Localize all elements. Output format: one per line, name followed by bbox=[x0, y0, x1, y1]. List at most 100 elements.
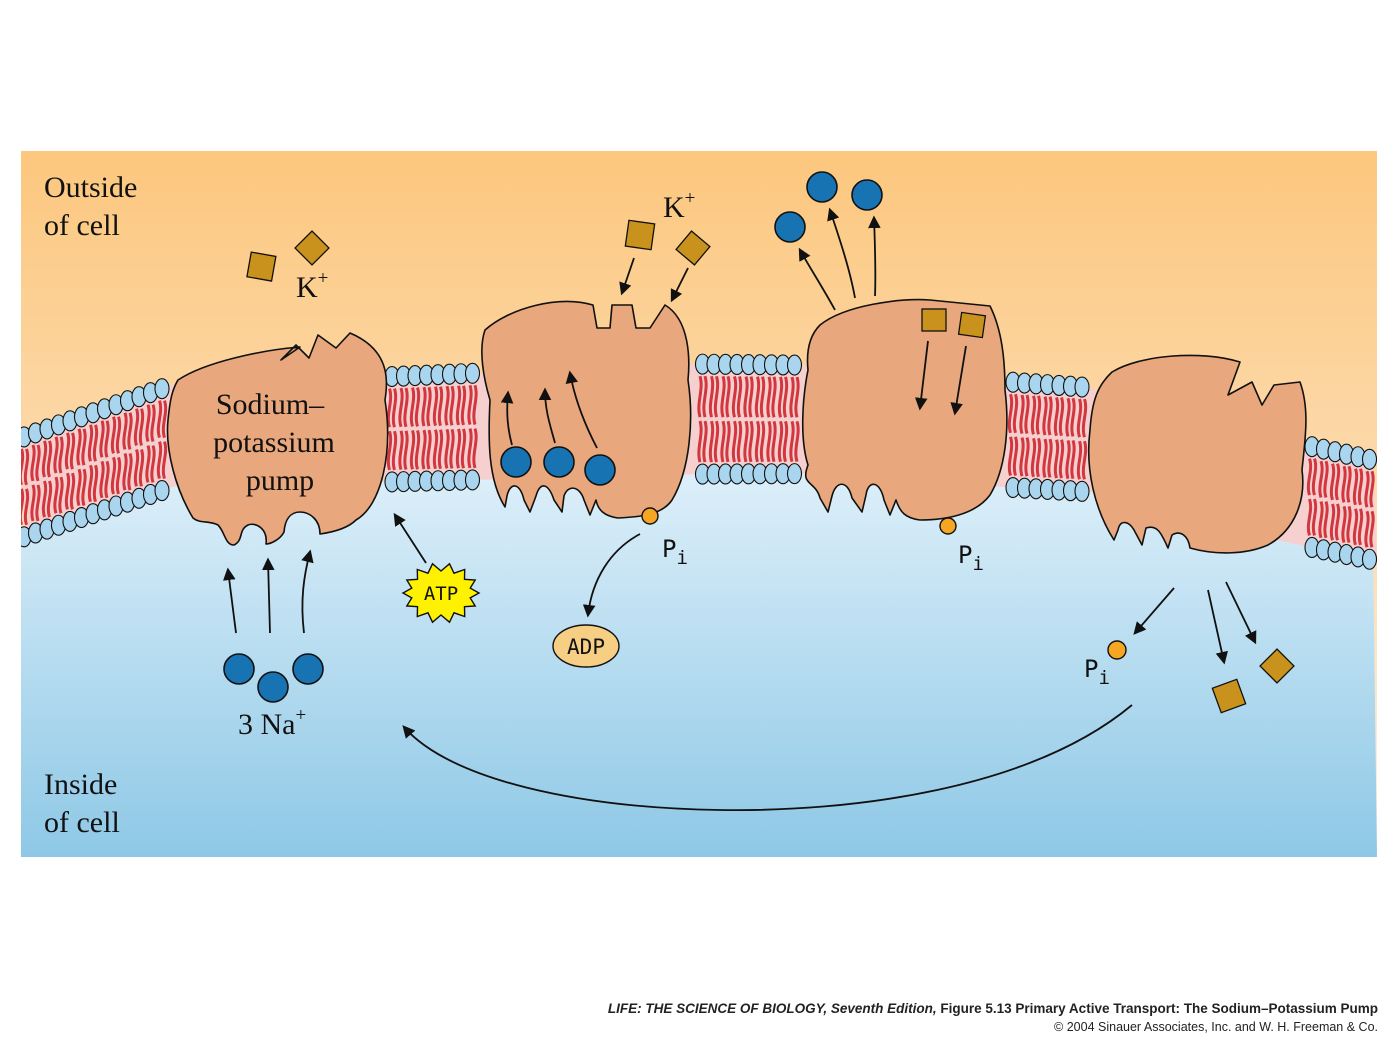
lipid-tail bbox=[46, 440, 53, 478]
lipid-tail bbox=[455, 385, 462, 426]
atp-starburst bbox=[401, 562, 481, 624]
lipid-tail bbox=[1007, 393, 1014, 434]
lipid-tail bbox=[1318, 501, 1324, 539]
lipid-head bbox=[786, 354, 803, 376]
pump-protein-2 bbox=[481, 300, 692, 519]
outside-label-line1: Outside bbox=[44, 171, 137, 204]
lipid-tail bbox=[759, 420, 766, 463]
potassium-symbol: K bbox=[296, 271, 318, 304]
lipid-tail bbox=[1042, 438, 1048, 478]
pump-protein-3 bbox=[801, 298, 1008, 521]
arrow-phosphate-exit bbox=[1133, 587, 1175, 635]
lipid-head bbox=[154, 378, 170, 400]
lipid-tail bbox=[460, 385, 467, 426]
lipid-tail bbox=[23, 488, 30, 526]
lipid-tail bbox=[1042, 396, 1048, 436]
potassium-ion bbox=[294, 230, 330, 266]
lipid-tail bbox=[731, 420, 738, 463]
lipid-tail bbox=[409, 387, 416, 427]
lipid-tail bbox=[460, 428, 467, 469]
lipid-tail bbox=[472, 384, 478, 426]
lipid-tail bbox=[713, 420, 720, 463]
arrow-potassium-transport bbox=[914, 340, 929, 411]
lipid-tail bbox=[69, 472, 76, 510]
inside-label-line2: of cell bbox=[44, 806, 120, 839]
lipid-tail bbox=[771, 376, 777, 418]
lipid-tail bbox=[1065, 397, 1071, 437]
inside-label-line1: Inside bbox=[44, 768, 117, 801]
lipid-tail bbox=[161, 400, 168, 439]
lipid-tail bbox=[731, 376, 738, 418]
potassium-ion bbox=[246, 251, 277, 282]
lipid-tail bbox=[1306, 458, 1313, 496]
lipid-tail bbox=[1019, 437, 1025, 477]
lipid-tail bbox=[1081, 398, 1088, 438]
lipid-tail bbox=[794, 376, 800, 418]
lipid-tail bbox=[110, 456, 117, 495]
lipid-tail bbox=[472, 428, 478, 469]
lipid-tail bbox=[127, 452, 133, 491]
lipid-tail bbox=[766, 376, 772, 418]
arrow-sodium-binding bbox=[223, 567, 237, 634]
lipid-tail bbox=[449, 428, 455, 469]
lipid-tail bbox=[1346, 505, 1352, 543]
lipid-tail bbox=[99, 460, 105, 499]
sodium-ion bbox=[774, 211, 806, 243]
lipid-tail bbox=[444, 385, 450, 426]
lipid-tail bbox=[1369, 470, 1375, 508]
lipid-tail bbox=[708, 420, 715, 463]
lipid-tail bbox=[53, 436, 59, 474]
lipid-tail bbox=[1357, 508, 1364, 546]
lipid-tail bbox=[1012, 393, 1019, 434]
lipid-tail bbox=[1024, 394, 1030, 435]
lipid-tail bbox=[748, 376, 754, 418]
sodium-ion bbox=[500, 446, 532, 478]
figure-caption: LIFE: THE SCIENCE OF BIOLOGY, Seventh Ed… bbox=[608, 1001, 1378, 1016]
lipid-tail bbox=[104, 420, 110, 458]
phosphate-group bbox=[939, 517, 957, 535]
lipid-tail bbox=[391, 430, 398, 471]
lipid-tail bbox=[702, 420, 708, 463]
phosphate-group bbox=[641, 507, 659, 525]
lipid-tail bbox=[432, 429, 439, 470]
lipid-tail bbox=[1047, 396, 1053, 436]
phosphate-subscript: i bbox=[972, 553, 983, 575]
lipid-tail bbox=[58, 476, 64, 514]
lipid-tail bbox=[1035, 395, 1042, 435]
lipid-tail bbox=[21, 448, 25, 486]
lipid-tail bbox=[99, 420, 105, 458]
lipid-tail bbox=[1030, 437, 1037, 478]
potassium-ion bbox=[921, 308, 947, 332]
lipid-tail bbox=[1329, 503, 1336, 541]
lipid-tail bbox=[1306, 498, 1313, 536]
lipid-tail bbox=[1070, 440, 1076, 480]
sodium-label: 3 Na+ bbox=[238, 705, 306, 741]
lipid-tail bbox=[713, 375, 720, 418]
lipid-tail bbox=[92, 424, 99, 462]
lipid-tail bbox=[1076, 440, 1083, 480]
pump-label-line3: pump bbox=[246, 464, 314, 497]
figure-title: Figure 5.13 Primary Active Transport: Th… bbox=[936, 1001, 1378, 1016]
arrow-sodium-moving bbox=[565, 370, 598, 449]
lipid-tail bbox=[30, 444, 36, 482]
lipid-tail bbox=[81, 468, 87, 507]
sodium-ion bbox=[851, 179, 883, 211]
lipid-tail bbox=[386, 430, 393, 471]
pump-label-line1: Sodium– bbox=[216, 388, 325, 421]
lipid-tail bbox=[1311, 458, 1318, 496]
lipid-tail bbox=[1364, 470, 1370, 508]
lipid-tail bbox=[455, 428, 462, 469]
potassium-ion bbox=[1211, 678, 1247, 714]
lipid-tail bbox=[1024, 437, 1030, 477]
lipid-tail bbox=[437, 386, 444, 427]
lipid-tail bbox=[748, 420, 754, 463]
lipid-head bbox=[464, 469, 481, 491]
atp-label: ATP bbox=[424, 583, 458, 605]
lipid-tail bbox=[156, 400, 163, 439]
lipid-tail bbox=[1352, 508, 1359, 546]
lipid-tail bbox=[437, 429, 444, 470]
phosphate-label: Pi bbox=[958, 541, 984, 575]
phosphate-group bbox=[1107, 640, 1127, 660]
lipid-tail bbox=[1065, 440, 1071, 480]
